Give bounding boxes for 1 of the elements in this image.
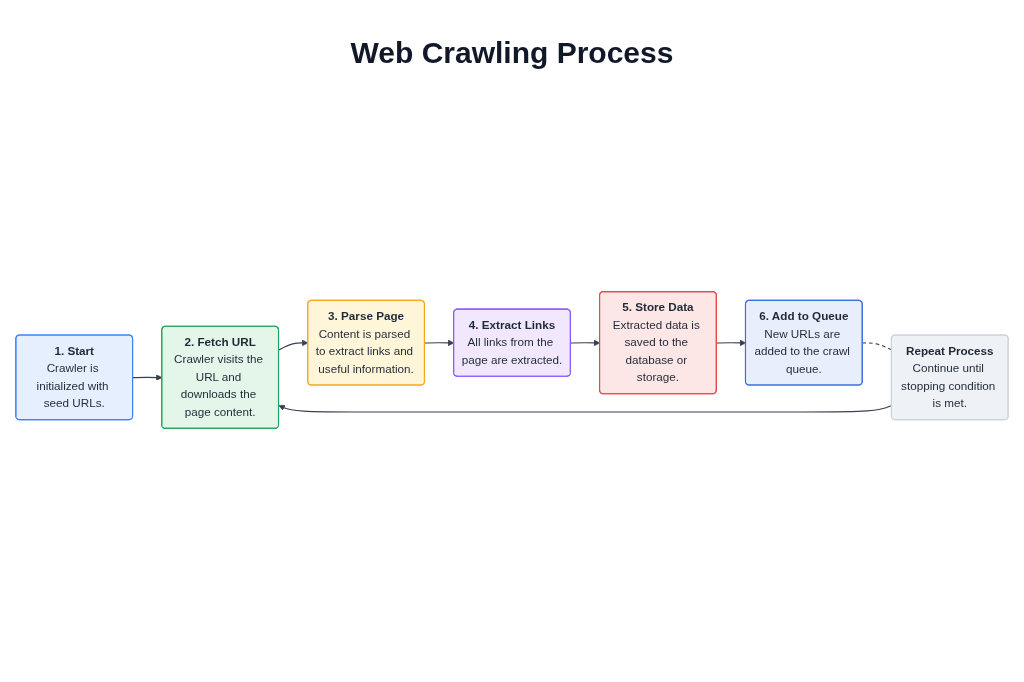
diagram-title: Web Crawling Process	[349, 36, 675, 70]
